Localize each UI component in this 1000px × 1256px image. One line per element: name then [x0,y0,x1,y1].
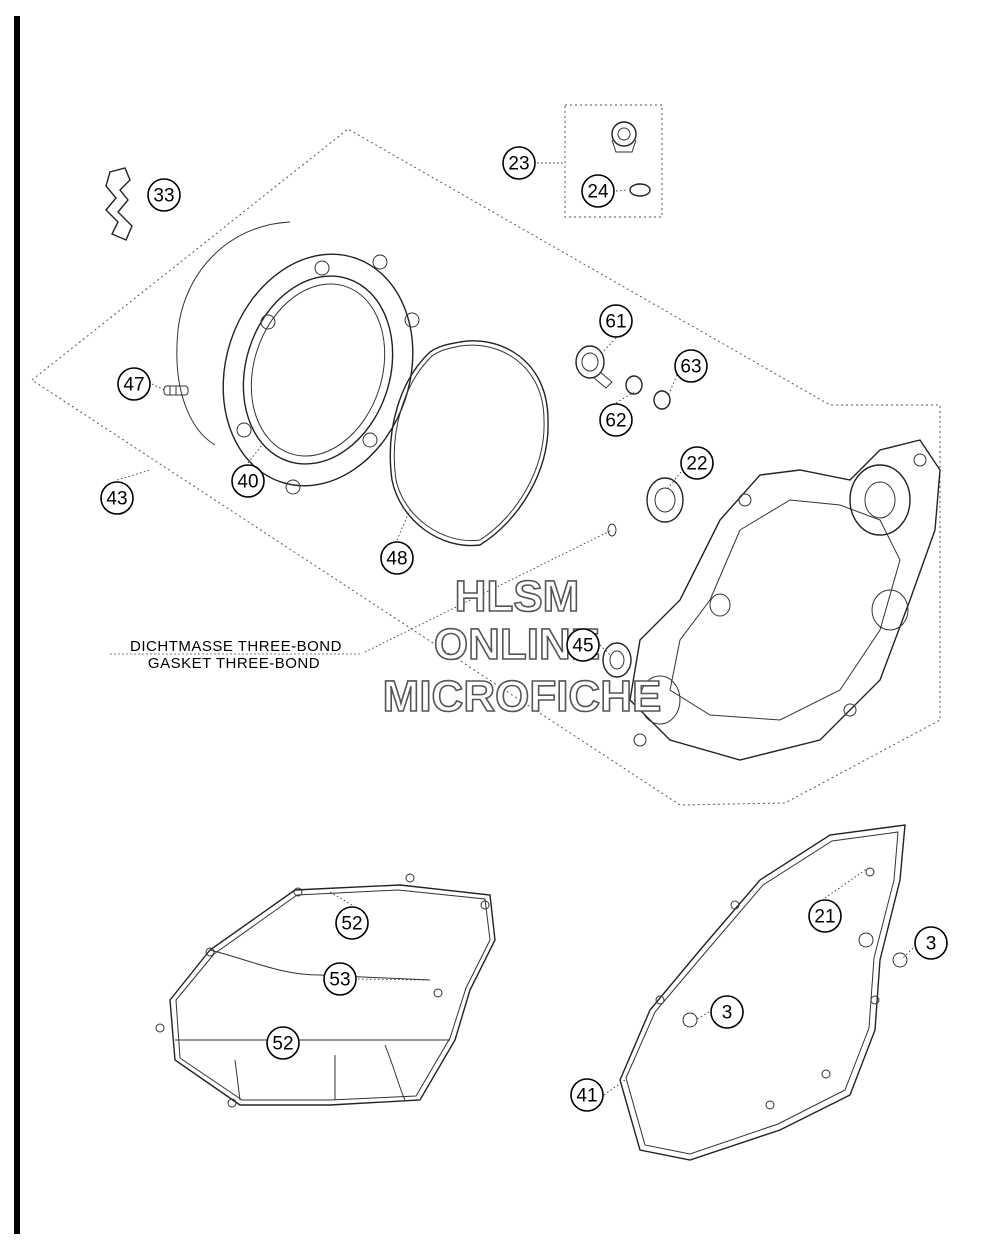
callout-label: 52 [341,914,362,935]
callout-label: 53 [329,970,350,991]
callout-label: 24 [587,182,609,203]
callout-21: 21 [808,899,842,933]
part-40-cover [222,253,420,495]
watermark-line-2: ONLINE [434,620,600,669]
callout-circle [100,481,134,515]
callout-61: 61 [599,304,633,338]
callout-circle [335,906,369,940]
part-47-screw [163,385,189,396]
callout-circle [599,403,633,437]
callout-47: 47 [117,367,151,401]
watermark-line-3: MICROFICHE [383,672,662,721]
part-48-gasket-inner [393,344,545,542]
callout-circle [808,899,842,933]
callout-53: 53 [323,962,357,996]
callout-52: 52 [335,906,369,940]
callout-label: 40 [237,472,258,493]
watermark-line-1: HLSM [455,572,580,621]
part-43-clutch-cover [176,221,291,446]
part-48-gasket [389,340,549,547]
part-24-oring [629,183,651,197]
callout-circle [566,628,600,662]
part-62-washer [625,375,643,395]
callout-label: 62 [605,411,626,432]
part-45-seal [602,642,632,678]
callout-circle [266,1026,300,1060]
detail-box [564,104,663,218]
callout-circle [581,174,615,208]
callout-label: 22 [686,454,707,475]
callout-label: 41 [576,1086,597,1107]
callout-circle [117,367,151,401]
assembly-boundary [31,128,941,806]
callout-circle [231,464,265,498]
callout-22: 22 [680,446,714,480]
note-line-1: DICHTMASSE THREE-BOND [130,638,342,655]
callout-62: 62 [599,403,633,437]
callout-circle [710,995,744,1029]
gasket-set-52-53 [155,873,496,1108]
callout-circle [380,541,414,575]
part-61-fitting [575,345,613,389]
callout-45: 45 [566,628,600,662]
callout-3: 3 [710,995,744,1029]
callout-circle [674,349,708,383]
callout-label: 33 [153,186,174,207]
callout-label: 21 [814,907,835,928]
callout-label: 63 [680,357,701,378]
callout-43: 43 [100,481,134,515]
callout-label: 48 [386,549,407,570]
callout-3: 3 [914,926,948,960]
callout-label: 47 [123,375,144,396]
callout-40: 40 [231,464,265,498]
part-63-washer [653,390,671,410]
crankcase [629,439,941,761]
leader-lines [116,162,914,1096]
callout-circle [914,926,948,960]
callout-label: 45 [572,636,593,657]
part-41-gasket [619,824,908,1161]
callout-24: 24 [581,174,615,208]
callout-label: 52 [272,1034,293,1055]
callout-label: 61 [605,312,626,333]
margin-bar [14,16,20,1234]
callout-circle [147,178,181,212]
callout-circle [570,1078,604,1112]
part-22-seal [646,477,684,523]
callout-circle [599,304,633,338]
callout-group: 23 24 33 61 63 47 62 22 40 43 48 45 52 21 3 53 3 52 41 [100,146,948,1112]
callout-label: 3 [722,1003,733,1024]
callout-circle [323,962,357,996]
part-33-clip [105,167,133,241]
callout-52: 52 [266,1026,300,1060]
callout-23: 23 [502,146,536,180]
dowel-pin [607,523,617,537]
callout-label: 23 [508,154,529,175]
callout-circle [502,146,536,180]
callout-33: 33 [147,178,181,212]
callout-63: 63 [674,349,708,383]
callout-48: 48 [380,541,414,575]
callout-41: 41 [570,1078,604,1112]
callout-circle [680,446,714,480]
callout-label: 43 [106,489,127,510]
part-23-plug [611,121,637,153]
note-line-2: GASKET THREE-BOND [148,655,320,672]
callout-label: 3 [926,934,937,955]
